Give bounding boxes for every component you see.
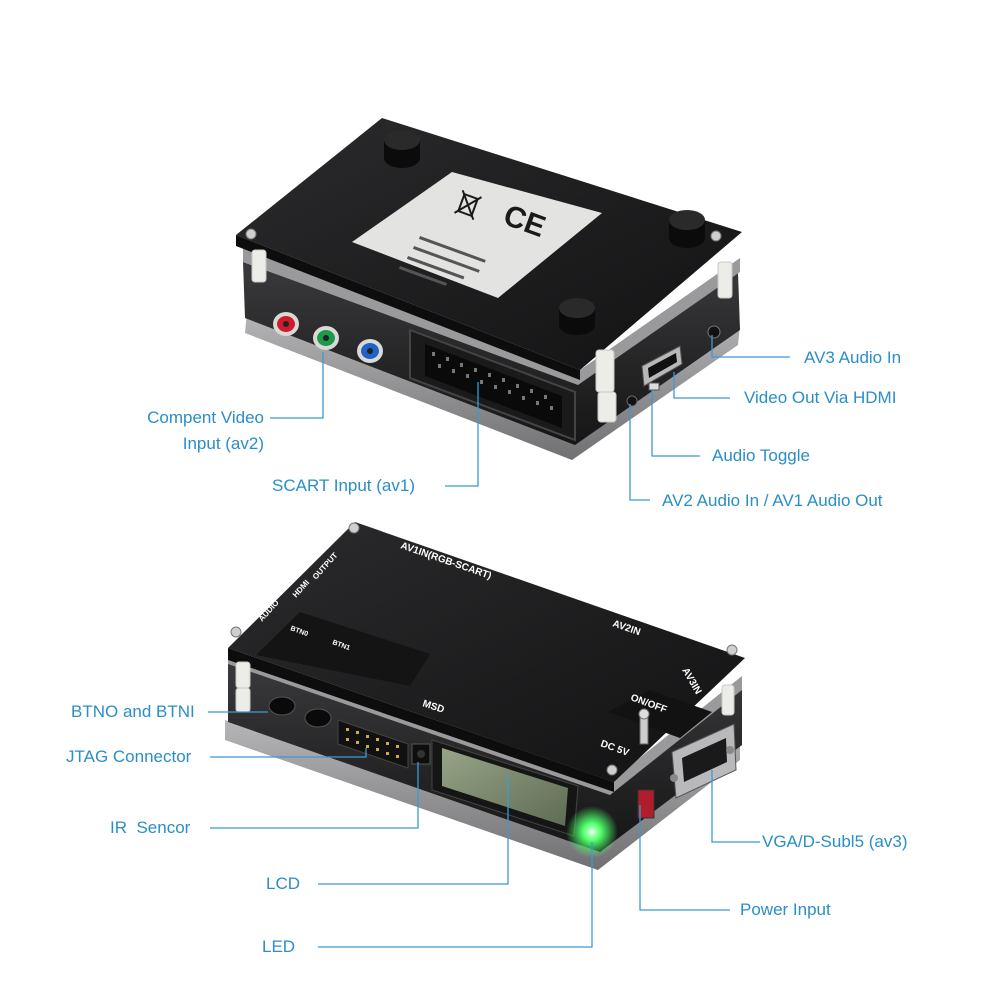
top-bottom-plate <box>245 312 740 460</box>
leader-component-video <box>270 352 324 419</box>
leader-audio-toggle <box>651 390 700 457</box>
bottom-device: AV1IN(RGB-SCART) AV2IN AV3IN ON/OFF DC 5… <box>225 522 745 870</box>
leader-vga <box>711 770 760 843</box>
top-clear-band <box>243 248 740 385</box>
jtag-connector <box>337 719 409 769</box>
leader-av2-audio <box>629 404 650 501</box>
leader-scart <box>445 382 479 487</box>
leader-av3-audio <box>711 335 790 358</box>
sticker-fine-print <box>398 235 486 286</box>
crossed-bin-icon <box>453 189 483 221</box>
compliance-sticker <box>352 172 602 298</box>
top-lid-edge <box>236 235 580 380</box>
callout-led: LED <box>262 937 296 956</box>
button-cutout <box>256 612 430 686</box>
leader-lcd <box>318 775 509 885</box>
status-led <box>566 806 618 858</box>
bottom-lid <box>228 522 745 782</box>
callout-component-video-line2: Input (av2) <box>182 434 264 453</box>
leader-jtag <box>210 748 367 758</box>
leader-power <box>639 805 730 911</box>
vga-connector <box>670 723 737 799</box>
callout-jtag: JTAG Connector <box>66 747 192 766</box>
scart-connector <box>409 328 576 442</box>
rca-blue-jack <box>357 339 383 363</box>
callout-audio-toggle: Audio Toggle <box>712 446 810 465</box>
audio-toggle-switch <box>648 382 660 391</box>
callout-power: Power Input <box>740 900 831 919</box>
callout-component-video: Compent Video Input (av2) <box>126 407 264 455</box>
power-input-jack <box>637 789 655 819</box>
power-switch <box>638 708 650 745</box>
ir-sensor <box>411 743 431 765</box>
top-device: CE <box>236 118 742 460</box>
bottom-standoffs <box>235 661 735 716</box>
callout-av2-audio: AV2 Audio In / AV1 Audio Out <box>662 491 883 510</box>
callout-scart: SCART Input (av1) <box>272 476 415 495</box>
bottom-lid-edge <box>228 648 614 792</box>
leader-led <box>318 842 593 948</box>
btn0-btn1-buttons <box>262 696 332 734</box>
callout-vga: VGA/D-Subl5 (av3) <box>762 832 908 851</box>
top-screws <box>245 228 722 242</box>
leader-hdmi <box>673 372 730 399</box>
callout-component-video-line1: Compent Video <box>147 408 264 427</box>
power-cutout <box>608 690 712 738</box>
top-standoffs <box>251 249 733 423</box>
av2-audio-jack <box>626 395 638 407</box>
hdmi-port <box>641 345 683 387</box>
callout-lcd: LCD <box>266 874 301 893</box>
rubber-feet <box>384 130 705 335</box>
bottom-screws <box>230 522 738 776</box>
callout-buttons: BTNO and BTNI <box>71 702 195 721</box>
callout-ir: IR Sencor <box>110 818 191 837</box>
rca-red-jack <box>273 312 299 336</box>
av3-audio-jack <box>707 325 721 339</box>
callout-hdmi: Video Out Via HDMI <box>744 388 897 407</box>
callout-av3-audio: AV3 Audio In <box>804 348 902 367</box>
callout-leader-lines <box>208 335 790 948</box>
leader-ir <box>210 762 419 829</box>
rca-green-jack <box>313 326 339 350</box>
